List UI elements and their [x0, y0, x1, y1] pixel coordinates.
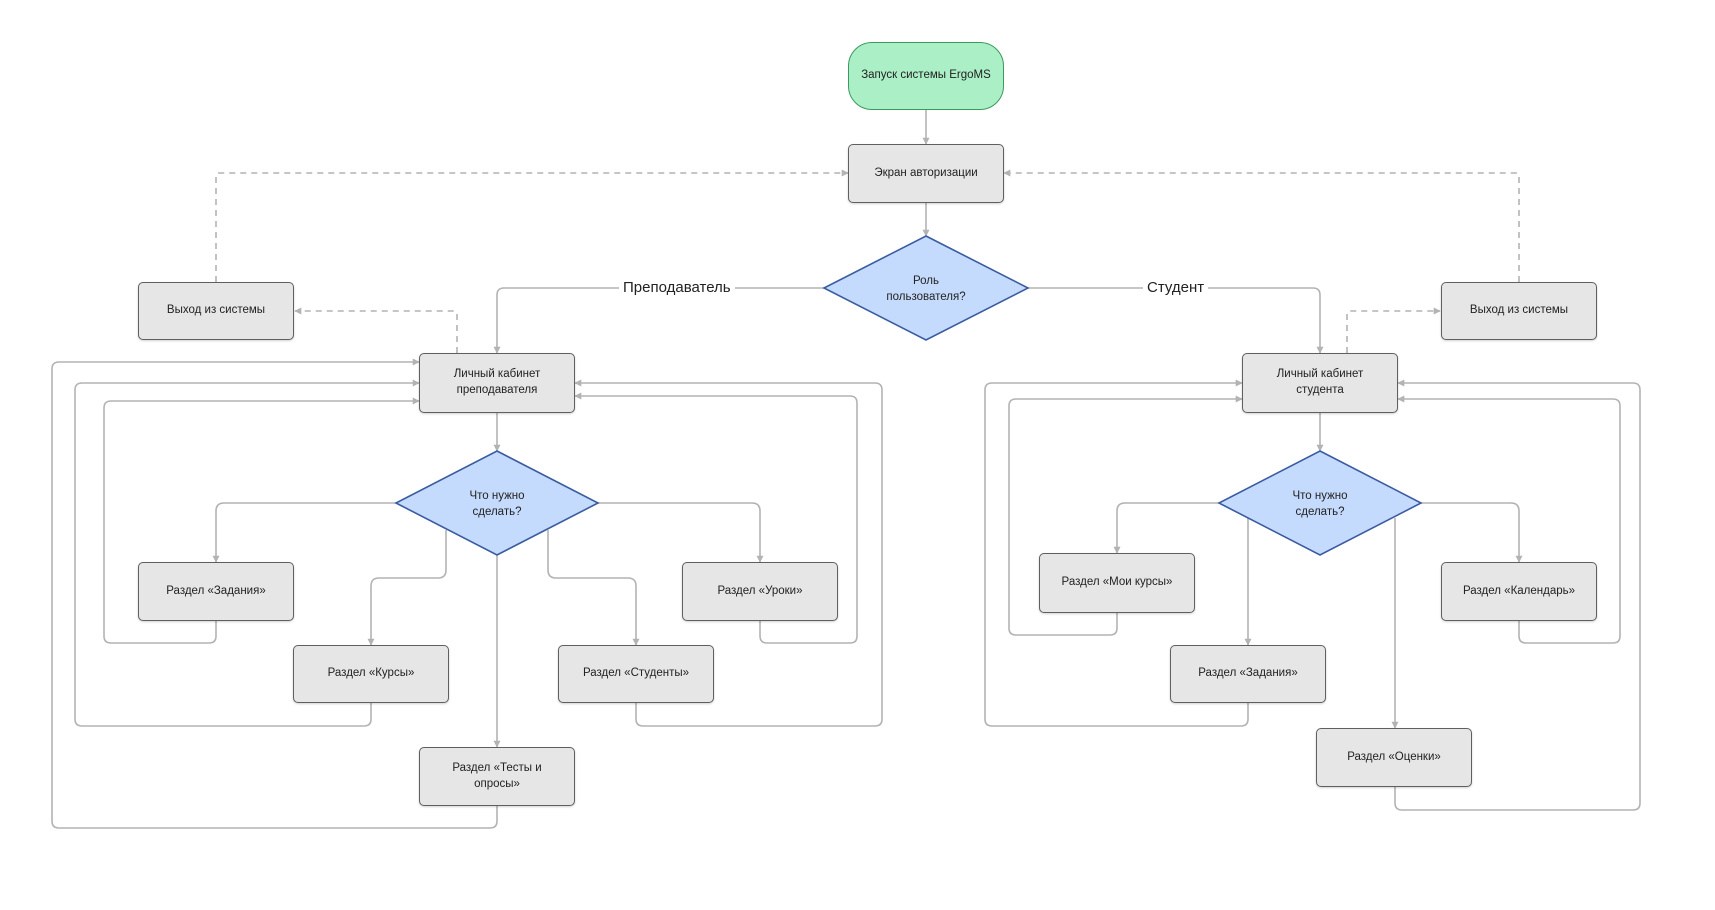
teacher-cabinet-node: Личный кабинет преподавателя: [419, 353, 575, 413]
teacher-cabinet-line2: преподавателя: [456, 384, 538, 396]
edge-lessons-back: [574, 392, 858, 644]
logout-right-node: Выход из системы: [1441, 282, 1597, 340]
edge-tq-courses: [367, 530, 447, 646]
teacher-tests-line2: опросы»: [474, 777, 520, 790]
teacher-lessons-node: Раздел «Уроки»: [682, 562, 838, 621]
teacher-tasks-label: Раздел «Задания»: [166, 584, 266, 597]
start-node-label: Запуск системы ErgoMS: [861, 69, 991, 82]
edge-tq-lessons: [598, 502, 764, 563]
student-grades-label: Раздел «Оценки»: [1347, 750, 1441, 763]
edge-grades-back: [1394, 379, 1641, 811]
teacher-lessons-label: Раздел «Уроки»: [717, 584, 803, 597]
role-decision-line1: Роль: [913, 275, 939, 287]
edge-tq-tasks: [212, 502, 396, 563]
teacher-tests-line1: Раздел «Тесты и: [452, 761, 542, 774]
edge-mycourses-back: [1008, 395, 1243, 636]
logout-right-label: Выход из системы: [1469, 304, 1569, 317]
student-action-decision: Что нужно сделать?: [1217, 450, 1423, 556]
edge-tests-back: [51, 358, 498, 829]
teacher-decision-line2: сделать?: [473, 506, 522, 518]
teacher-courses-node: Раздел «Курсы»: [293, 645, 449, 703]
teacher-tests-node: Раздел «Тесты и опросы»: [419, 747, 575, 806]
student-tasks-label: Раздел «Задания»: [1198, 667, 1298, 680]
role-decision-line2: пользователя?: [886, 291, 965, 303]
teacher-action-decision: Что нужно сделать?: [394, 450, 600, 556]
edge-students-back: [574, 379, 883, 727]
student-mycourses-node: Раздел «Мои курсы»: [1039, 553, 1195, 613]
edge-role-student: [1028, 287, 1324, 354]
teacher-decision-line1: Что нужно: [469, 490, 524, 502]
edge-logout-left-auth: [215, 169, 849, 282]
edge-calendar-back: [1397, 395, 1621, 644]
role-decision: Роль пользователя?: [822, 235, 1030, 341]
student-cabinet-line1: Личный кабинет: [1276, 368, 1364, 381]
edge-courses-back: [74, 379, 420, 727]
edge-teacher-logout: [294, 307, 458, 353]
student-tasks-node: Раздел «Задания»: [1170, 645, 1326, 703]
student-cabinet-node: Личный кабинет студента: [1242, 353, 1398, 413]
auth-screen-label: Экран авторизации: [874, 166, 978, 179]
edge-logout-right-auth: [1003, 169, 1520, 282]
student-calendar-label: Раздел «Календарь»: [1462, 584, 1576, 597]
student-decision-line1: Что нужно: [1292, 490, 1347, 502]
edge-tq-students: [547, 530, 640, 646]
edge-stasks-back: [984, 379, 1249, 727]
teacher-courses-label: Раздел «Курсы»: [327, 667, 415, 680]
branch-label-student: Студент: [1143, 279, 1209, 297]
teacher-students-label: Раздел «Студенты»: [582, 667, 690, 680]
edge-student-logout: [1346, 307, 1441, 353]
edge-sq-mycourses: [1113, 502, 1219, 554]
teacher-cabinet-line1: Личный кабинет: [453, 368, 541, 381]
student-grades-node: Раздел «Оценки»: [1316, 728, 1472, 787]
logout-left-label: Выход из системы: [166, 304, 266, 317]
teacher-tasks-node: Раздел «Задания»: [138, 562, 294, 621]
edge-role-teacher: [493, 287, 824, 354]
student-decision-line2: сделать?: [1296, 506, 1345, 518]
edge-tasks-back: [103, 397, 420, 644]
edge-sq-calendar: [1421, 502, 1523, 563]
student-calendar-node: Раздел «Календарь»: [1441, 562, 1597, 621]
logout-left-node: Выход из системы: [138, 282, 294, 340]
student-mycourses-label: Раздел «Мои курсы»: [1061, 576, 1173, 589]
student-cabinet-line2: студента: [1296, 384, 1344, 396]
auth-screen-node: Экран авторизации: [848, 144, 1004, 203]
branch-label-teacher: Преподаватель: [619, 279, 735, 297]
start-node: Запуск системы ErgoMS: [848, 42, 1004, 110]
teacher-students-node: Раздел «Студенты»: [558, 645, 714, 703]
